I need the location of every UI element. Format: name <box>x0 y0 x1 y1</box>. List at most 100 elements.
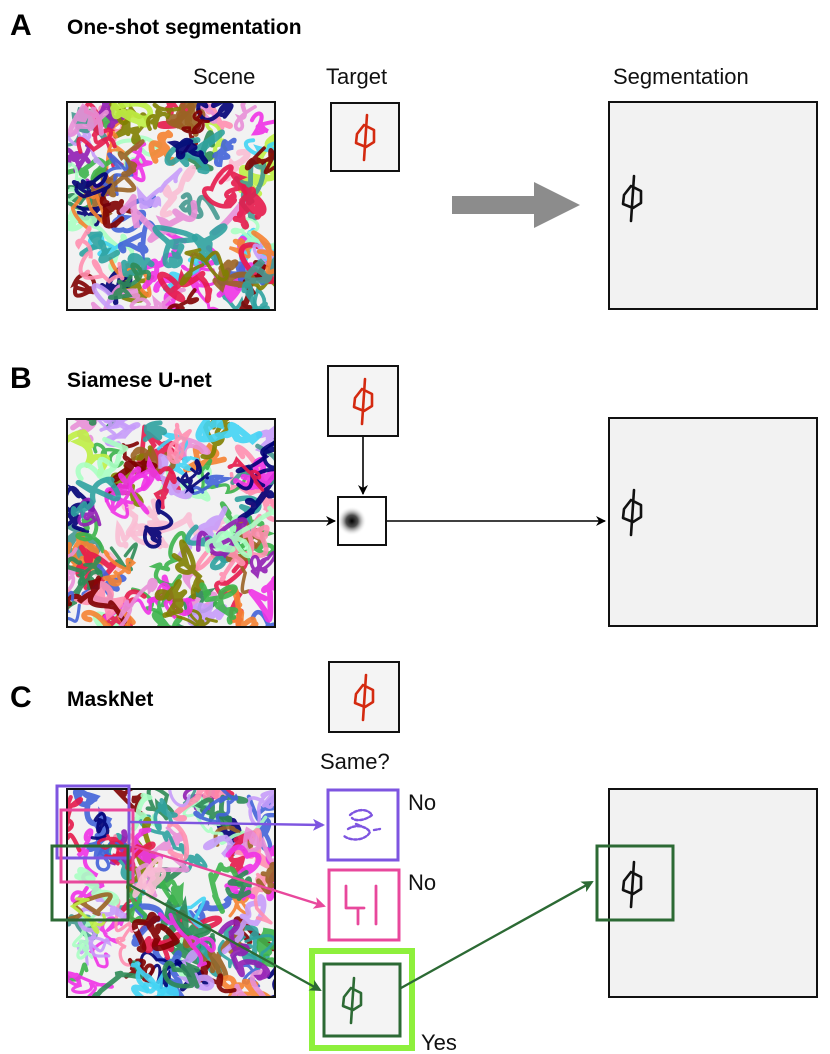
scene-stroke <box>75 436 129 484</box>
scene-stroke <box>244 257 274 284</box>
scene-image-a <box>66 101 276 311</box>
phi-character-icon <box>621 860 643 909</box>
scene-stroke <box>68 795 83 853</box>
scene-stroke <box>102 549 137 587</box>
scene-stroke <box>157 466 212 502</box>
scene-stroke <box>70 272 97 298</box>
panel-letter-b: B <box>10 362 32 395</box>
scene-stroke <box>202 164 248 209</box>
scene-stroke <box>74 866 120 906</box>
phi-character-icon <box>352 377 374 426</box>
scene-stroke <box>255 927 274 968</box>
scene-stroke <box>204 505 274 559</box>
panel-b: B Siamese U-net <box>10 362 818 628</box>
scene-stroke <box>91 960 144 996</box>
arrow-pink <box>132 844 326 909</box>
scene-stroke <box>110 103 154 129</box>
scene-stroke <box>151 825 184 855</box>
scene-stroke <box>68 484 95 534</box>
scene-stroke <box>172 790 227 822</box>
scene-stroke <box>68 208 98 232</box>
scene-stroke <box>104 478 150 519</box>
scene-stroke <box>158 912 216 968</box>
scene-stroke <box>243 826 274 872</box>
scribble-icon <box>342 808 382 841</box>
scene-stroke <box>68 103 109 137</box>
scene-stroke <box>148 531 187 608</box>
panel-title-c: MaskNet <box>67 688 153 711</box>
scene-stroke <box>193 790 239 825</box>
scene-stroke <box>79 231 121 264</box>
scene-stroke <box>68 971 114 996</box>
window-green <box>50 844 130 922</box>
scene-stroke <box>69 897 107 934</box>
scene-stroke <box>68 162 92 202</box>
scene-stroke <box>175 109 210 157</box>
scene-stroke <box>232 182 267 230</box>
scene-stroke <box>157 268 213 303</box>
scene-stroke <box>195 420 263 446</box>
scene-stroke <box>165 609 218 626</box>
scene-stroke <box>88 910 132 969</box>
match-highlight <box>309 948 415 1051</box>
panel-title-a: One-shot segmentation <box>67 16 302 39</box>
scene-stroke <box>90 812 110 840</box>
phi-character-icon <box>621 488 643 537</box>
scene-stroke <box>142 420 168 442</box>
scene-stroke <box>196 103 234 123</box>
scene-stroke <box>218 919 271 981</box>
same-question-label: Same? <box>320 749 390 774</box>
scene-stroke <box>117 220 160 261</box>
segmentation-output-c <box>595 788 818 998</box>
answer-no-1: No <box>408 790 436 815</box>
target-image-b <box>327 365 399 437</box>
scene-stroke <box>167 288 199 309</box>
segmentation-output-b <box>608 417 818 627</box>
scene-image-b <box>66 418 276 628</box>
scene-stroke <box>251 230 274 275</box>
scene-stroke <box>130 961 168 996</box>
scene-stroke <box>154 579 188 618</box>
scene-stroke <box>177 130 215 172</box>
scene-stroke <box>107 262 152 300</box>
answer-yes: Yes <box>421 1030 457 1054</box>
scene-stroke <box>195 517 248 559</box>
segmentation-output-a <box>608 101 818 310</box>
character-icon <box>344 884 378 926</box>
scene-stroke <box>179 248 229 286</box>
scene-stroke <box>132 856 167 898</box>
scene-stroke <box>148 129 176 166</box>
scene-stroke <box>220 975 272 996</box>
scene-stroke <box>241 281 270 309</box>
arrow-purple <box>128 818 325 831</box>
scene-stroke <box>162 960 200 989</box>
scene-stroke <box>91 283 125 309</box>
scene-stroke <box>248 575 274 623</box>
scene-stroke <box>68 962 89 982</box>
scene-stroke <box>235 437 274 491</box>
scene-stroke <box>168 790 191 808</box>
scene-stroke <box>147 873 184 908</box>
scene-stroke <box>152 225 198 269</box>
scene-stroke <box>244 146 274 175</box>
scene-stroke <box>244 138 274 161</box>
scene-stroke <box>76 556 103 586</box>
scene-stroke <box>141 227 188 290</box>
panel-letter-c: C <box>10 681 32 714</box>
scene-stroke <box>171 539 205 600</box>
crop-candidate-pink <box>327 868 401 942</box>
scene-stroke <box>185 524 231 571</box>
scene-stroke <box>115 519 169 550</box>
scene-stroke <box>130 445 176 478</box>
scene-stroke <box>165 103 199 137</box>
scene-stroke <box>75 225 125 284</box>
scene-stroke <box>225 869 252 901</box>
scene-stroke <box>198 103 257 132</box>
scene-stroke <box>119 194 198 243</box>
scene-stroke <box>68 429 110 477</box>
scene-stroke <box>166 422 192 465</box>
panel-title-b: Siamese U-net <box>67 369 212 392</box>
scene-stroke <box>167 821 190 861</box>
scene-stroke <box>91 284 141 309</box>
scene-stroke <box>249 550 274 579</box>
